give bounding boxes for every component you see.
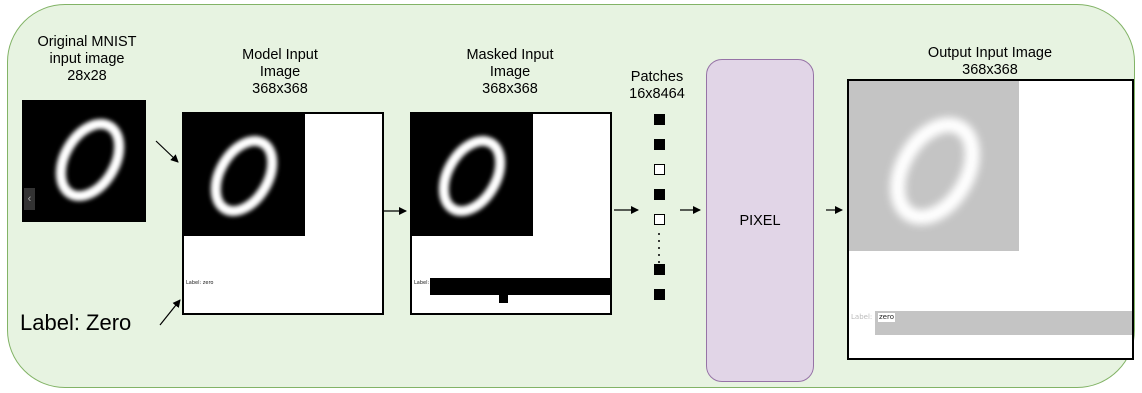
model-input-image: Label: zero — [182, 112, 384, 315]
patch-visible — [654, 139, 665, 150]
carousel-prev-icon[interactable]: ‹ — [24, 188, 35, 210]
label-annotation: Label: Zero — [20, 310, 132, 335]
patch-masked — [654, 214, 665, 225]
patches-caption-line1: Patches — [630, 69, 684, 85]
output-caption: Output Input Image 368x368 — [880, 45, 1100, 79]
model-input-caption-line1: Model Input — [242, 47, 318, 63]
patch-ellipsis-dot — [658, 247, 660, 249]
patch-visible — [654, 189, 665, 200]
masked-input-caption: Masked Input Image 368x368 — [420, 47, 600, 98]
digit-zero-icon — [890, 117, 980, 225]
pixel-model-label: PIXEL — [739, 212, 781, 229]
output-tiny-label-prefix: Label: — [851, 313, 873, 321]
patch-visible — [654, 289, 665, 300]
patch-visible — [654, 114, 665, 125]
pixel-model-block: PIXEL — [706, 59, 814, 382]
masked-input-tiny-label: Label: — [414, 280, 430, 286]
original-caption: Original MNIST input image 28x28 — [12, 34, 162, 85]
original-caption-line3: 28x28 — [67, 68, 107, 84]
mask-bar-main — [430, 278, 610, 295]
patch-visible — [654, 264, 665, 275]
digit-zero-icon — [55, 118, 125, 202]
original-caption-line1: Original MNIST — [37, 34, 137, 50]
patch-ellipsis-dot — [658, 240, 660, 242]
patches-caption-line2: 16x8464 — [629, 86, 685, 102]
output-caption-line2: 368x368 — [962, 62, 1018, 78]
patch-ellipsis-dot — [658, 254, 660, 256]
arrow-label-to-model — [159, 299, 181, 326]
output-reconstructed-label-bar — [875, 311, 1132, 335]
original-mnist-image: ‹ — [22, 100, 146, 222]
masked-input-image: Label: — [410, 112, 612, 315]
output-reconstructed-digit — [849, 81, 1019, 251]
masked-input-caption-line3: 368x368 — [482, 81, 538, 97]
model-input-digit — [184, 114, 305, 236]
model-input-caption-line2: Image — [259, 64, 301, 80]
model-input-caption-line3: 368x368 — [252, 81, 308, 97]
output-tiny-label-value: zero — [878, 313, 895, 322]
digit-zero-icon — [210, 135, 278, 217]
masked-input-caption-line1: Masked Input — [466, 47, 554, 63]
original-caption-line2: input image — [49, 51, 125, 67]
patch-ellipsis-dot — [658, 261, 660, 263]
arrow-original-to-model — [155, 140, 179, 163]
mask-bar-tail — [499, 295, 508, 303]
patches-caption: Patches 16x8464 — [612, 69, 702, 103]
model-input-caption: Model Input Image 368x368 — [190, 47, 370, 98]
model-input-tiny-label: Label: zero — [186, 280, 214, 286]
masked-input-caption-line2: Image — [489, 64, 531, 80]
output-image: Label: zero — [847, 79, 1134, 360]
patch-masked — [654, 164, 665, 175]
patch-ellipsis-dot — [658, 233, 660, 235]
output-caption-line1: Output Input Image — [927, 45, 1053, 61]
digit-zero-icon — [438, 135, 506, 217]
masked-input-digit — [412, 114, 533, 236]
